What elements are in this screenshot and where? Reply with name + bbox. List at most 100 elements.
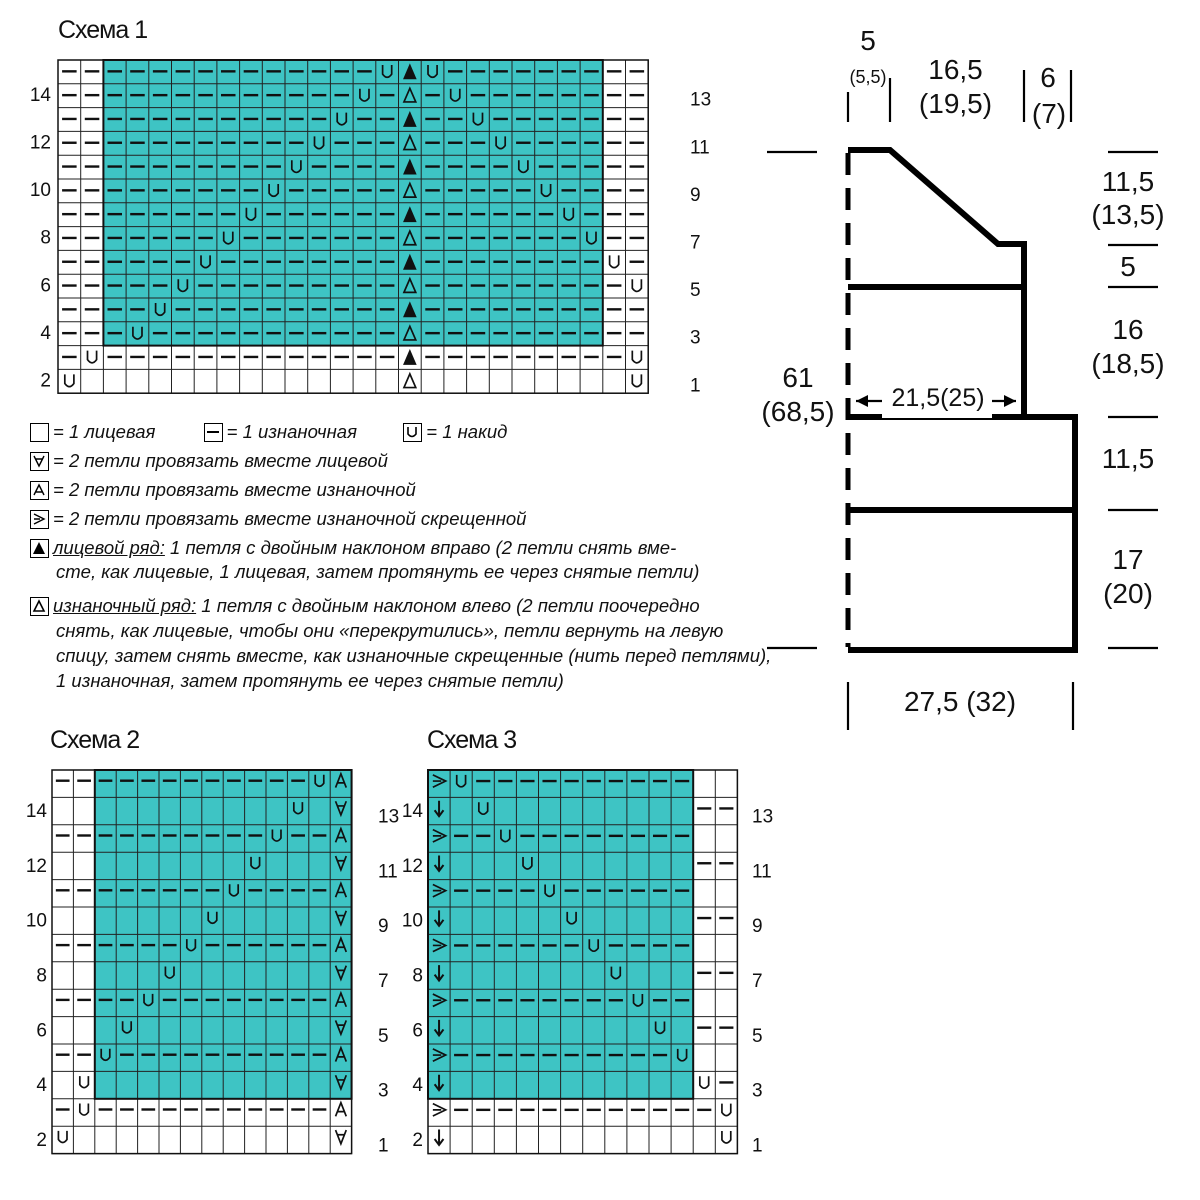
yarn-over-stitch <box>268 183 280 198</box>
chart-border <box>51 769 353 1155</box>
left-dim: 61 <box>782 362 814 393</box>
p2tog-stitch <box>334 1045 348 1062</box>
p2tog-stitch <box>334 1100 348 1117</box>
chart-border <box>427 769 739 1155</box>
left-double-decrease-stitch <box>402 276 418 294</box>
legend-row-6: изнаночный ряд: 1 петля с двойным наклон… <box>30 594 700 618</box>
row-number-left: 2 <box>36 1130 47 1151</box>
legend-wrong-row-text-3: спицу, затем снять вместе, как изнаночны… <box>56 645 772 666</box>
row-number-right: 13 <box>690 90 711 111</box>
yarn-over-stitch <box>100 1048 111 1062</box>
yarn-over-stitch <box>566 911 577 925</box>
scheme-2-title: Схема 2 <box>50 726 140 754</box>
p2tog-tbl-symbol-icon <box>30 510 49 529</box>
yarn-over-stitch <box>336 112 348 126</box>
row-number-left: 2 <box>412 1130 423 1151</box>
yarn-over-stitch <box>292 802 304 815</box>
row-number-right: 9 <box>690 185 701 206</box>
stitch-arrow <box>433 910 445 928</box>
legend-purl: = 1 изнаночная <box>226 421 357 442</box>
yarn-over-stitch <box>250 856 261 870</box>
yarn-over-symbol-icon <box>403 423 423 442</box>
stitch-arrow <box>433 965 445 983</box>
legend-wrong-row-text-4: 1 изнаночная, затем протянуть ее через с… <box>56 670 564 691</box>
p2tog-tbl-stitch <box>432 993 448 1008</box>
legend-yarn-over: = 1 накид <box>426 421 508 442</box>
chart-symbols <box>55 771 348 1147</box>
k2tog-stitch <box>334 1129 348 1147</box>
yarn-over-stitch <box>517 160 529 174</box>
top-dim-1: 5 <box>860 25 876 56</box>
left-dim-alt: (68,5) <box>761 396 835 427</box>
row-number-right: 13 <box>378 807 399 828</box>
row-number-left: 14 <box>30 85 52 106</box>
row-number-right: 7 <box>690 232 701 253</box>
row-number-right: 1 <box>752 1135 763 1156</box>
chart-symbols <box>62 63 645 389</box>
yarn-over-stitch <box>78 1103 90 1116</box>
k2tog-stitch <box>334 965 348 982</box>
row-number-right: 9 <box>378 916 389 937</box>
legend-wrong-row-label: изнаночный ряд: <box>53 595 197 616</box>
row-number-right: 11 <box>752 861 772 882</box>
p2tog-tbl-stitch <box>432 774 448 789</box>
p2tog-tbl-stitch <box>432 883 448 898</box>
right-dim-3: 16 <box>1112 314 1144 345</box>
right-double-decrease-stitch <box>403 349 417 365</box>
row-number-left: 12 <box>402 856 423 877</box>
p2tog-stitch <box>334 771 348 788</box>
row-number-right: 3 <box>752 1081 763 1102</box>
yarn-over-stitch <box>631 279 643 293</box>
yarn-over-stitch <box>721 1131 732 1144</box>
row-number-left: 12 <box>30 133 51 154</box>
k2tog-stitch <box>334 855 348 873</box>
legend-row-3: = 2 петли провязать вместе изнаночной <box>30 478 416 502</box>
yarn-over-stitch <box>449 88 461 102</box>
yarn-over-stitch <box>721 1103 732 1117</box>
right-dim-4: 11,5 <box>1101 443 1155 474</box>
row-number-left: 6 <box>36 1020 47 1041</box>
yarn-over-stitch <box>143 993 154 1007</box>
yarn-over-stitch <box>245 207 257 221</box>
row-number-right: 5 <box>690 280 701 301</box>
scheme-3-title: Схема 3 <box>427 726 517 754</box>
legend-row-2: = 2 петли провязать вместе лицевой <box>30 449 388 473</box>
row-number-right: 13 <box>752 807 773 828</box>
right-double-decrease-stitch <box>403 206 417 223</box>
left-double-decrease-stitch <box>402 229 418 246</box>
yarn-over-stitch <box>676 1048 688 1062</box>
left-double-decrease-stitch <box>402 86 418 103</box>
stitch-arrow <box>433 855 445 873</box>
row-number-right: 9 <box>752 916 763 937</box>
right-dim-5-alt: (20) <box>1103 578 1153 609</box>
p2tog-tbl-stitch <box>432 938 448 953</box>
yarn-over-stitch <box>608 255 620 269</box>
row-number-right: 1 <box>690 375 701 396</box>
row-number-left: 8 <box>40 228 51 249</box>
left-double-decrease-stitch <box>402 371 418 389</box>
yarn-over-stitch <box>177 279 189 293</box>
right-dim-1-alt: (13,5) <box>1091 199 1165 230</box>
yarn-over-stitch <box>359 88 370 102</box>
yarn-over-stitch <box>313 136 325 150</box>
right-double-decrease-stitch <box>403 301 417 318</box>
stitch-arrow <box>433 1074 445 1092</box>
legend-k2tog: = 2 петли провязать вместе лицевой <box>53 450 388 471</box>
yarn-over-stitch <box>207 911 218 925</box>
stitch-arrow <box>433 1129 445 1147</box>
p2tog-tbl-stitch <box>432 828 448 843</box>
row-number-left: 4 <box>40 323 51 344</box>
p2tog-stitch <box>334 826 348 843</box>
legend-wrong-row-text-1: 1 петля с двойным наклоном влево (2 петл… <box>196 595 700 616</box>
right-dim-5: 17 <box>1112 544 1144 575</box>
row-number-left: 10 <box>26 911 47 932</box>
yarn-over-stitch <box>544 884 555 898</box>
yarn-over-stitch <box>632 994 644 1007</box>
chart-symbols <box>432 774 734 1147</box>
right-dim-1: 11,5 <box>1101 166 1155 197</box>
yarn-over-stitch <box>132 326 143 340</box>
row-number-right: 7 <box>752 971 763 992</box>
row-number-right: 11 <box>690 137 710 158</box>
row-number-right: 3 <box>378 1081 389 1102</box>
